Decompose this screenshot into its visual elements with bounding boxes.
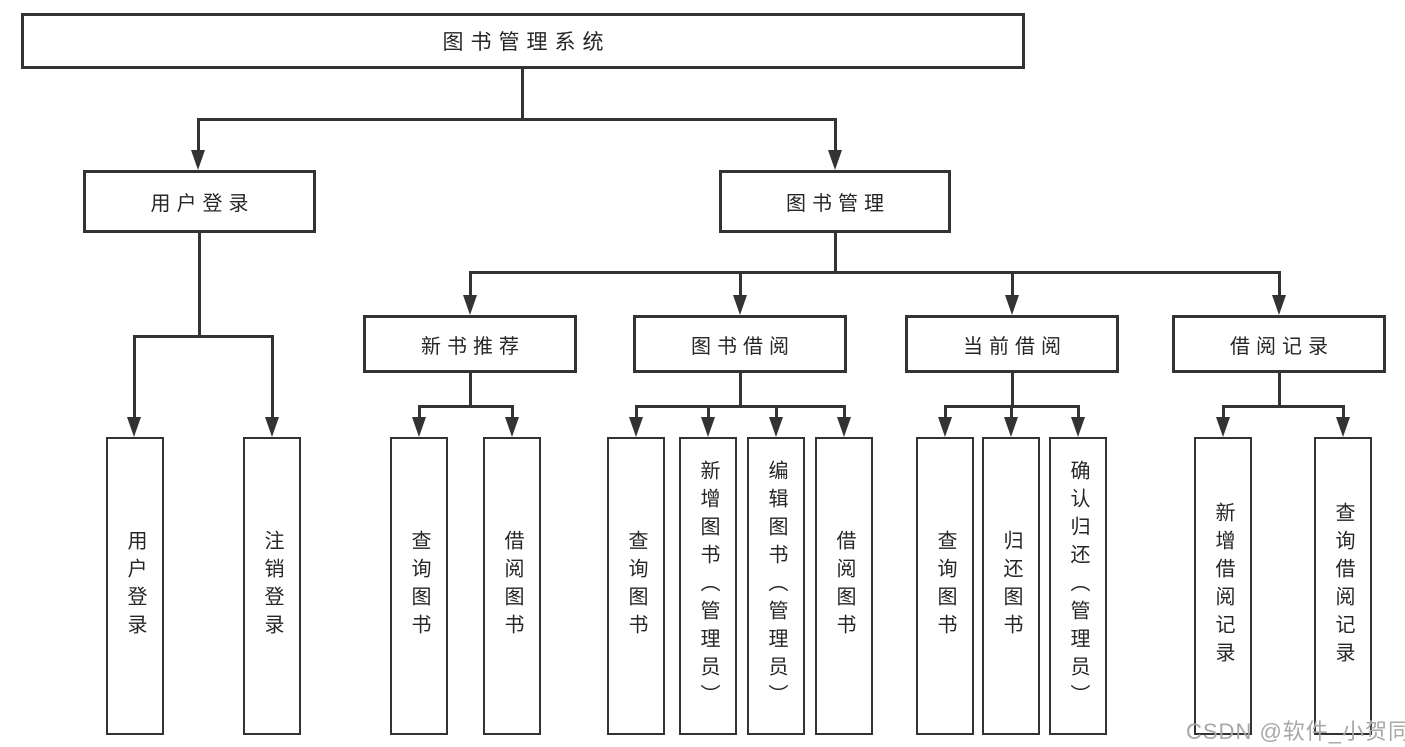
connector-line	[511, 405, 514, 421]
leaf-add-books-admin: 新增图书（管理员）	[679, 437, 737, 735]
node-user-login: 用户登录	[83, 170, 316, 233]
connector-line	[1011, 373, 1014, 407]
connector-line	[521, 69, 524, 120]
connector-line	[1342, 405, 1345, 421]
node-label: 当前借阅	[963, 335, 1067, 358]
connector-line	[739, 373, 742, 407]
arrow-down-icon	[1336, 417, 1350, 437]
connector-line	[944, 405, 947, 421]
connector-line	[1222, 405, 1345, 408]
connector-line	[418, 405, 514, 408]
connector-line	[197, 118, 200, 154]
connector-line	[635, 405, 846, 408]
arrow-down-icon	[629, 417, 643, 437]
arrow-down-icon	[701, 417, 715, 437]
connector-line	[834, 118, 837, 154]
leaf-edit-books-admin: 编辑图书（管理员）	[747, 437, 805, 735]
node-label: 新增图书（管理员）	[697, 460, 719, 712]
connector-line	[469, 373, 472, 407]
connector-line	[469, 271, 472, 299]
leaf-borrow-books: 借阅图书	[815, 437, 873, 735]
node-label: 查询借阅记录	[1332, 502, 1354, 670]
node-current-borrowing: 当前借阅	[905, 315, 1119, 373]
arrow-down-icon	[1216, 417, 1230, 437]
node-label: 新增借阅记录	[1212, 502, 1234, 670]
arrow-down-icon	[733, 295, 747, 315]
connector-line	[271, 335, 274, 421]
node-label: 图书管理系统	[442, 31, 611, 54]
connector-line	[1278, 373, 1281, 407]
connector-line	[635, 405, 638, 421]
node-label: 查询图书	[408, 530, 430, 642]
arrow-down-icon	[505, 417, 519, 437]
connector-line	[1010, 405, 1013, 421]
node-label: 图书借阅	[691, 335, 795, 358]
connector-line	[1222, 405, 1225, 421]
arrow-down-icon	[1005, 295, 1019, 315]
arrow-down-icon	[837, 417, 851, 437]
arrow-down-icon	[412, 417, 426, 437]
node-label: 编辑图书（管理员）	[765, 460, 787, 712]
arrow-down-icon	[1272, 295, 1286, 315]
arrow-down-icon	[463, 295, 477, 315]
node-borrowing-records: 借阅记录	[1172, 315, 1386, 373]
node-label: 图书管理	[786, 193, 890, 215]
leaf-add-borrow-record: 新增借阅记录	[1194, 437, 1252, 735]
node-book-management: 图书管理	[719, 170, 951, 233]
leaf-borrow-books: 借阅图书	[483, 437, 541, 735]
node-label: 归还图书	[1000, 530, 1022, 642]
connector-line	[197, 118, 837, 121]
node-book-borrowing: 图书借阅	[633, 315, 847, 373]
node-label: 借阅记录	[1230, 335, 1334, 358]
arrow-down-icon	[769, 417, 783, 437]
node-label: 借阅图书	[501, 530, 523, 642]
leaf-user-login: 用户登录	[106, 437, 164, 735]
node-label: 用户登录	[150, 193, 255, 215]
connector-line	[843, 405, 846, 421]
node-label: 借阅图书	[833, 530, 855, 642]
arrow-down-icon	[127, 417, 141, 437]
node-label: 查询图书	[934, 530, 956, 642]
connector-line	[1077, 405, 1080, 421]
connector-line	[707, 405, 710, 421]
node-new-book-recommend: 新书推荐	[363, 315, 577, 373]
connector-line	[739, 271, 742, 299]
arrow-down-icon	[938, 417, 952, 437]
node-label: 新书推荐	[421, 335, 525, 358]
connector-line	[834, 233, 837, 273]
arrow-down-icon	[1071, 417, 1085, 437]
leaf-query-books: 查询图书	[916, 437, 974, 735]
leaf-query-borrow-record: 查询借阅记录	[1314, 437, 1372, 735]
connector-line	[133, 335, 136, 421]
leaf-confirm-return-admin: 确认归还（管理员）	[1049, 437, 1107, 735]
leaf-query-books: 查询图书	[390, 437, 448, 735]
arrow-down-icon	[265, 417, 279, 437]
csdn-watermark: CSDN @软件_小贺同学	[1186, 719, 1405, 744]
node-library-management-system: 图书管理系统	[21, 13, 1025, 69]
leaf-query-books: 查询图书	[607, 437, 665, 735]
connector-line	[1278, 271, 1281, 299]
arrow-down-icon	[828, 150, 842, 170]
connector-line	[1011, 271, 1014, 299]
node-label: 注销登录	[261, 530, 283, 642]
leaf-return-books: 归还图书	[982, 437, 1040, 735]
connector-line	[198, 233, 201, 337]
node-label: 查询图书	[625, 530, 647, 642]
arrow-down-icon	[191, 150, 205, 170]
connector-line	[133, 335, 274, 338]
connector-line	[418, 405, 421, 421]
leaf-logout: 注销登录	[243, 437, 301, 735]
node-label: 确认归还（管理员）	[1067, 460, 1089, 712]
arrow-down-icon	[1004, 417, 1018, 437]
node-label: 用户登录	[124, 530, 146, 642]
connector-line	[469, 271, 1281, 274]
connector-line	[775, 405, 778, 421]
